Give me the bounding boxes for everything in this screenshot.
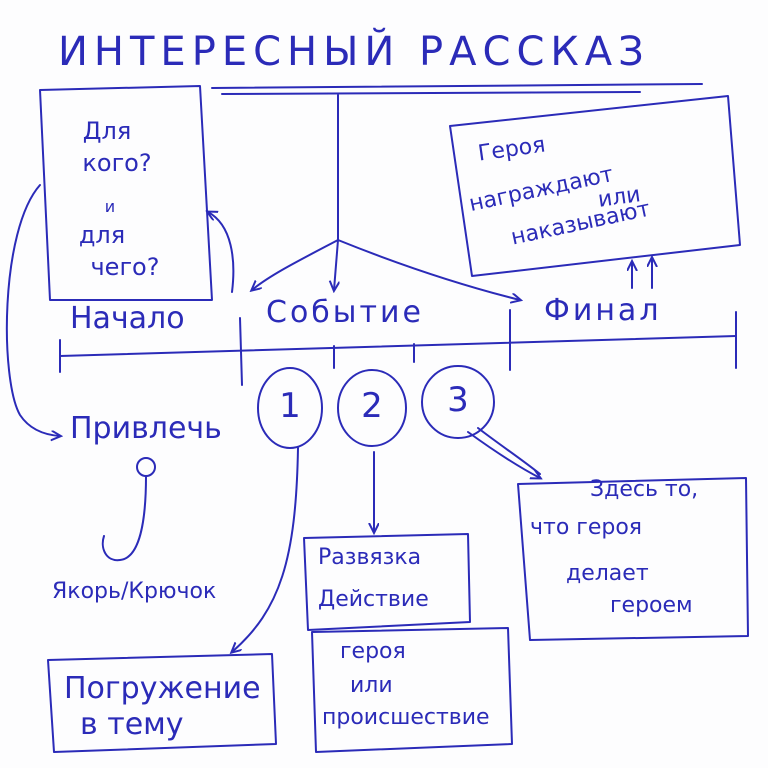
arrow-step3-to-hero <box>467 431 540 478</box>
arrow-to-attract <box>5 184 60 436</box>
timeline-start-label: Начало <box>70 301 185 336</box>
top-left-box <box>39 85 213 301</box>
step-number-3: 3 <box>447 380 469 420</box>
hero-event-box <box>311 627 513 753</box>
arrow-step3-to-hero-2 <box>477 427 541 475</box>
hook-eye <box>136 457 156 477</box>
step-circle-3 <box>421 365 495 439</box>
top-right-box <box>449 95 741 277</box>
question-whom-word: кого? <box>82 149 152 177</box>
hero-made-line-3: делает <box>566 561 649 586</box>
timeline-event-label: Событие <box>266 295 424 330</box>
timeline-tick-1 <box>239 317 243 386</box>
hero-made-line-4: героем <box>610 593 693 618</box>
resolution-line-2: Действие <box>318 587 429 612</box>
hook-label: Якорь/Крючок <box>52 579 217 604</box>
resolution-box <box>303 533 471 631</box>
branch-arrow-end <box>337 239 520 300</box>
arrow-to-question-box <box>208 212 235 293</box>
hero-made-box <box>517 477 749 641</box>
immersion-line-1: Погружение <box>64 671 261 706</box>
branch-arrow-start <box>252 239 339 290</box>
timeline-line <box>59 335 737 357</box>
hero-event-line-2: или <box>350 673 393 698</box>
arrow-step1-to-immersion <box>232 447 299 652</box>
step-number-2: 2 <box>361 386 383 426</box>
question-what-word: чего? <box>90 253 160 281</box>
question-for-what: для <box>78 221 126 249</box>
title-underline <box>211 83 703 95</box>
hero-made-line-1: Здесь то, <box>590 477 699 502</box>
step-number-1: 1 <box>279 386 301 426</box>
question-and: и <box>104 197 116 216</box>
step-circle-1 <box>257 367 323 449</box>
hook-shank <box>101 475 147 562</box>
step-circle-2 <box>337 369 407 447</box>
immersion-box <box>47 653 277 753</box>
hero-event-line-3: происшествие <box>322 705 490 730</box>
timeline-end-label: Финал <box>544 293 662 328</box>
attract-label: Привлечь <box>70 411 222 446</box>
hero-event-line-1: героя <box>340 639 406 664</box>
question-for-whom: Для <box>82 117 132 145</box>
resolution-line-1: Развязка <box>318 545 422 570</box>
page-title: ИНТЕРЕСНЫЙ РАССКАЗ <box>58 29 650 75</box>
branch-arrow-event <box>334 239 338 290</box>
immersion-line-2: в тему <box>80 707 184 742</box>
hero-made-line-2: что героя <box>530 515 643 540</box>
